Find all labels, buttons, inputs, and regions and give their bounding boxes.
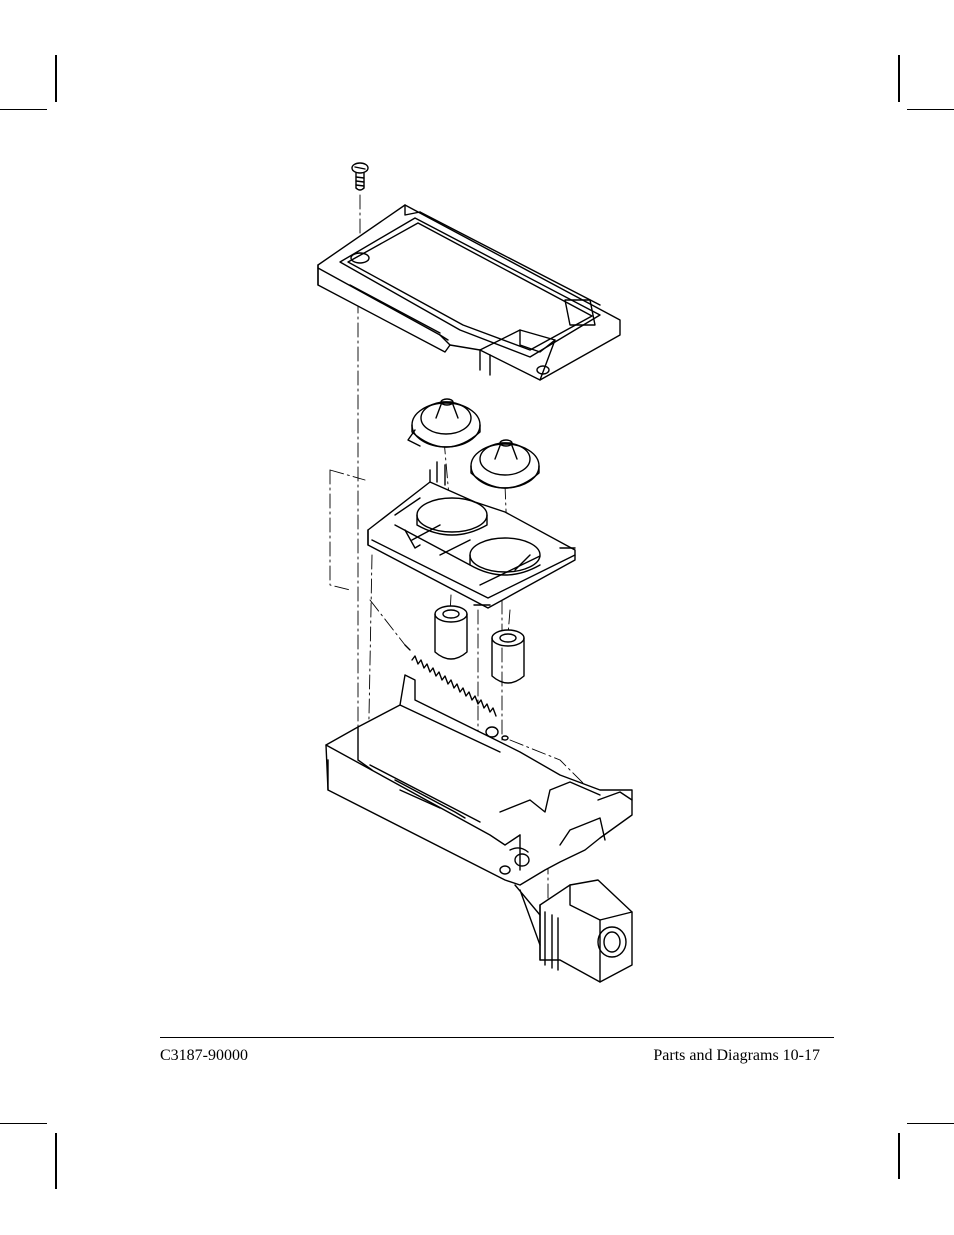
- crop-mark-bottom-left-horizontal: [0, 1123, 47, 1124]
- roller-left: [408, 399, 480, 447]
- bushing-left: [435, 606, 467, 659]
- connector-block: [515, 880, 632, 982]
- crop-mark-top-right-vertical: [898, 55, 900, 102]
- crop-mark-top-left-horizontal: [0, 109, 47, 110]
- base-housing: [326, 675, 632, 885]
- crop-mark-bottom-right-horizontal: [907, 1123, 954, 1124]
- crop-mark-top-left-vertical: [55, 55, 57, 102]
- crop-mark-top-right-horizontal: [907, 109, 954, 110]
- exploded-parts-diagram: [300, 150, 660, 990]
- roller-right: [471, 440, 539, 488]
- top-tray: [318, 205, 620, 380]
- crop-mark-bottom-right-vertical: [898, 1133, 900, 1179]
- crop-mark-bottom-left-vertical: [55, 1133, 57, 1189]
- document-number: C3187-90000: [160, 1046, 248, 1066]
- page-reference: Parts and Diagrams 10-17: [653, 1046, 820, 1066]
- carrier-frame: [368, 462, 575, 608]
- bushing-right: [492, 630, 524, 683]
- footer-rule: [160, 1037, 834, 1038]
- screw: [352, 163, 368, 190]
